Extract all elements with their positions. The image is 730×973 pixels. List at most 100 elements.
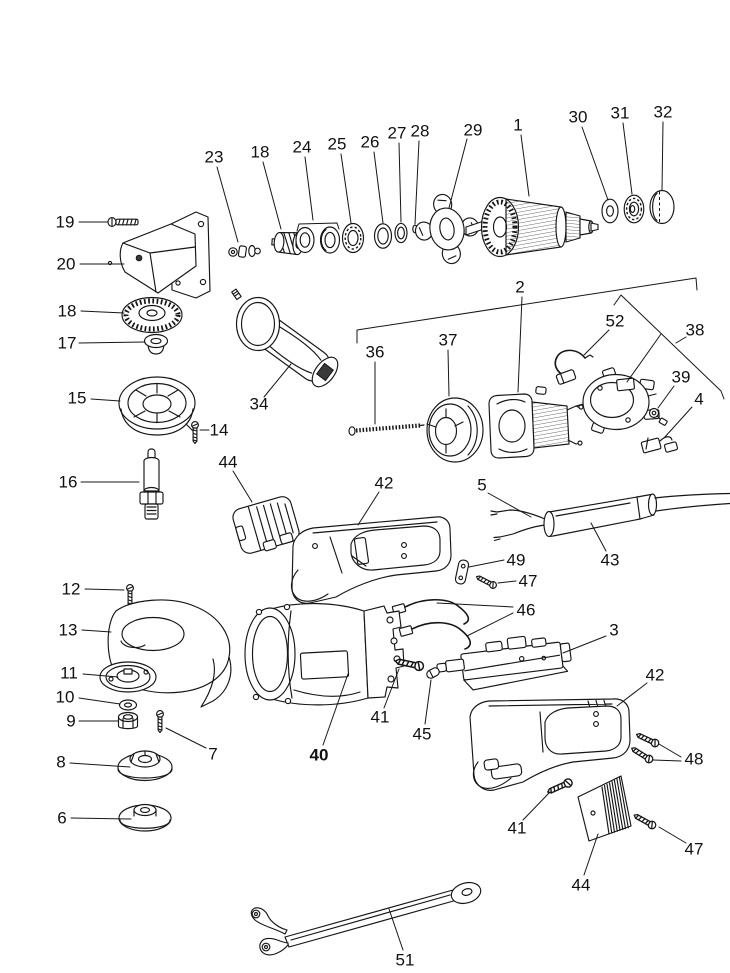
callout-11: 11 <box>60 664 78 683</box>
callout-18-left: 18 <box>58 302 77 321</box>
callout-20: 20 <box>57 255 76 274</box>
leader-48 <box>658 743 682 758</box>
callout-9: 9 <box>66 712 75 731</box>
callout-10: 10 <box>56 688 75 707</box>
leader-45 <box>424 679 432 725</box>
leader-18-left <box>80 310 125 314</box>
callout-52: 52 <box>606 312 625 331</box>
callout-37: 37 <box>439 331 458 350</box>
leader-23 <box>216 166 239 243</box>
part-bearing-cap-32 <box>649 189 675 225</box>
part-screw-7 <box>156 710 164 734</box>
leader-38 <box>675 336 687 344</box>
part-bearing-25 <box>341 222 365 254</box>
part-screws-48 <box>629 730 661 765</box>
part-brush-spring-39 <box>648 407 668 426</box>
bracket-38 <box>613 294 725 400</box>
callout-19: 19 <box>56 213 75 232</box>
callout-41-bottom: 41 <box>508 819 527 838</box>
callout-23: 23 <box>205 148 224 167</box>
part-inner-flange-8 <box>117 750 173 782</box>
callout-49: 49 <box>507 551 526 570</box>
part-gear-case-20 <box>107 211 211 299</box>
part-motor-housing-40 <box>244 603 405 706</box>
callout-24: 24 <box>293 138 312 157</box>
callout-32: 32 <box>654 103 673 122</box>
part-bearing-31 <box>623 194 645 224</box>
callout-34: 34 <box>250 395 269 414</box>
callout-31: 31 <box>611 104 630 123</box>
callout-3: 3 <box>609 621 618 640</box>
part-screw-41-bottom <box>545 776 575 797</box>
leader-42-bottom <box>616 682 648 707</box>
part-handle-half-42-top <box>290 516 452 604</box>
part-washer-30 <box>601 198 619 224</box>
part-brush-cover-44-bottom <box>577 775 632 842</box>
callout-47-bottom: 47 <box>685 840 704 859</box>
leader-39 <box>657 385 675 409</box>
leader-24 <box>304 156 314 221</box>
leader-30 <box>581 126 609 201</box>
callout-44-bottom: 44 <box>572 876 591 895</box>
leader-8 <box>69 762 131 768</box>
part-side-handle-34 <box>231 288 339 388</box>
leader-34 <box>263 363 292 398</box>
part-lock-lever-44-top <box>232 496 300 554</box>
leader-6 <box>70 817 132 820</box>
leader-44-top <box>232 470 253 503</box>
leader-40 <box>322 673 349 746</box>
callout-30: 30 <box>569 108 588 127</box>
part-baffle-37 <box>426 397 484 463</box>
leader-13 <box>81 629 112 633</box>
leader-27 <box>398 142 402 223</box>
part-nut-9 <box>117 711 139 730</box>
part-screw-47-bottom <box>631 811 658 831</box>
part-spanner-wrench-51 <box>250 881 482 956</box>
leader-10 <box>78 697 121 705</box>
callout-47-top: 47 <box>519 572 538 591</box>
leader-48-1 <box>652 759 682 762</box>
leader-29 <box>448 138 468 209</box>
callout-8: 8 <box>56 753 65 772</box>
callout-40: 40 <box>310 746 329 765</box>
leader-18-top <box>262 161 282 230</box>
part-ring-26 <box>373 223 393 249</box>
callout-39: 39 <box>672 368 691 387</box>
callout-45: 45 <box>413 725 432 744</box>
part-lock-pin-23 <box>228 244 261 258</box>
callout-12: 12 <box>62 580 81 599</box>
callout-29: 29 <box>464 121 483 140</box>
leader-17 <box>78 341 146 344</box>
callout-25: 25 <box>328 135 347 154</box>
leader-1 <box>520 134 530 197</box>
part-screw-19 <box>107 217 139 227</box>
callout-14: 14 <box>210 421 229 440</box>
part-bevel-gear-18-left <box>121 296 183 334</box>
leader-41-bottom <box>522 791 551 821</box>
part-bearing-flange-15 <box>118 376 196 436</box>
callout-17: 17 <box>58 334 77 353</box>
part-spindle-16 <box>139 448 164 520</box>
part-clamp-plate-11 <box>99 661 157 693</box>
callout-42-bottom: 42 <box>646 666 665 685</box>
callout-38: 38 <box>686 321 705 340</box>
callout-46: 46 <box>517 601 536 620</box>
part-cord-protector-43 <box>543 492 730 538</box>
part-clip-45 <box>426 667 440 679</box>
leader-47-bottom <box>658 826 687 844</box>
callout-48: 48 <box>685 750 704 769</box>
callout-41-mid: 41 <box>371 708 390 727</box>
callout-13: 13 <box>59 621 78 640</box>
leader-2 <box>517 296 523 393</box>
leader-31 <box>622 122 633 195</box>
callout-15: 15 <box>68 389 87 408</box>
callout-1: 1 <box>513 116 522 135</box>
leader-4 <box>663 406 693 439</box>
leader-7 <box>165 727 207 749</box>
part-plug-17 <box>143 333 169 355</box>
leader-3 <box>562 635 607 654</box>
part-screw-14 <box>191 421 199 445</box>
